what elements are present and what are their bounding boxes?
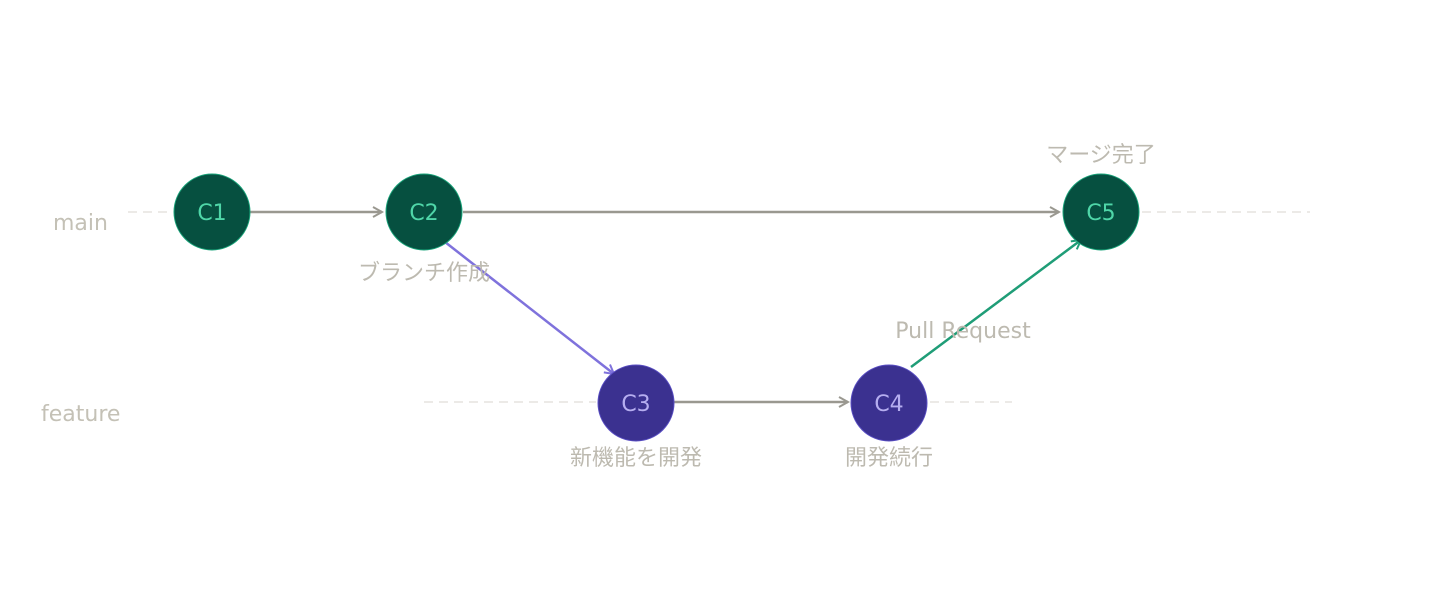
commit-node-c2[interactable]: C2 xyxy=(385,173,463,251)
note-develop-feature: 新機能を開発 xyxy=(570,446,702,471)
edge-c2-c3-branch xyxy=(444,241,614,374)
lane-label-main: main xyxy=(53,211,108,236)
commit-node-c4[interactable]: C4 xyxy=(850,364,928,442)
note-branch-created: ブランチ作成 xyxy=(358,261,490,286)
note-merge-complete: マージ完了 xyxy=(1046,143,1156,168)
commit-node-c5[interactable]: C5 xyxy=(1062,173,1140,251)
commit-label-c1: C1 xyxy=(197,201,226,226)
note-pull-request: Pull Request xyxy=(895,319,1031,344)
commit-node-c1[interactable]: C1 xyxy=(173,173,251,251)
note-continue-dev: 開発続行 xyxy=(845,446,933,471)
commit-label-c3: C3 xyxy=(621,392,650,417)
commit-label-c5: C5 xyxy=(1086,201,1115,226)
commit-node-c3[interactable]: C3 xyxy=(597,364,675,442)
commit-label-c2: C2 xyxy=(409,201,438,226)
commit-label-c4: C4 xyxy=(874,392,903,417)
lane-label-feature: feature xyxy=(41,402,120,427)
edge-c4-c5-merge xyxy=(910,240,1081,369)
